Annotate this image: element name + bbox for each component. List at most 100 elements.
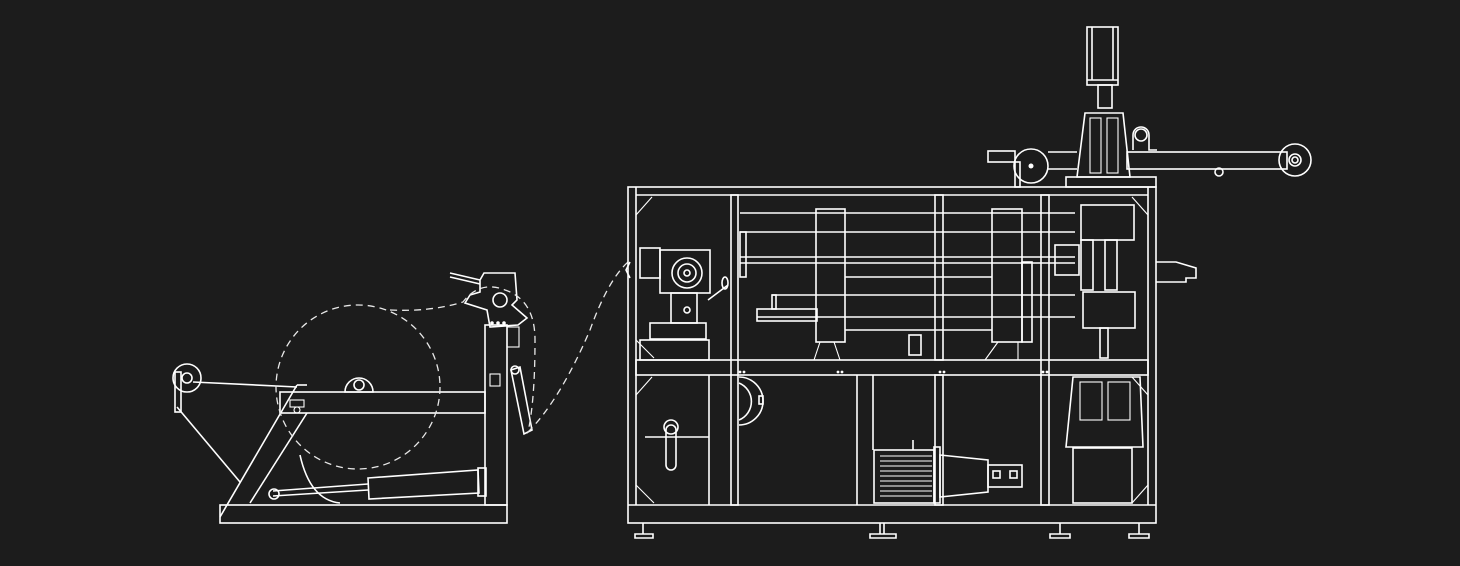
brake-handle <box>449 272 481 281</box>
pneumatic-cylinder-body <box>367 469 480 500</box>
bolt <box>840 370 844 374</box>
sensor-block <box>489 373 501 387</box>
output-roller <box>1278 143 1312 177</box>
roll-shaft-hub <box>353 379 365 391</box>
mold-plate-left <box>815 208 846 343</box>
rail-end <box>739 231 747 278</box>
level-indicator-cap <box>663 419 679 435</box>
feed-motor <box>639 247 661 279</box>
feed-lever-knob <box>721 276 729 290</box>
gusset <box>635 484 655 504</box>
plate-supports <box>813 341 1019 361</box>
unwinder-beam <box>279 391 486 414</box>
cylinder-mount <box>477 467 487 497</box>
mold-plate-right <box>991 208 1023 343</box>
lower-rail-bracket <box>771 294 777 310</box>
gusset <box>635 339 655 359</box>
foot <box>1049 523 1071 539</box>
gearbox-bolt <box>683 306 691 314</box>
lower-rail-bracket <box>756 308 818 322</box>
main-motor <box>873 440 1023 504</box>
press-tower <box>1076 112 1131 178</box>
unwinder-post <box>484 324 508 506</box>
unwinder-tail-plate <box>174 371 182 413</box>
unwinder-head <box>449 272 533 436</box>
foot <box>634 523 654 539</box>
guide-block <box>1021 261 1033 343</box>
brake-handle-edge <box>449 276 481 285</box>
bolt <box>1041 370 1045 374</box>
post <box>730 194 739 506</box>
exit-bracket <box>1156 261 1197 283</box>
post <box>934 374 944 506</box>
cutter-guide <box>1104 239 1118 291</box>
output-shaft-block <box>987 464 1023 488</box>
feed-roller-ring <box>677 263 697 283</box>
pneumatic-cylinder-rod-edge <box>272 489 369 497</box>
roller-bracket-post <box>1014 161 1021 188</box>
unwinder-tail-brace <box>176 406 241 483</box>
arm-knob <box>1214 167 1224 177</box>
gusset <box>1131 484 1149 504</box>
leveling-feet <box>634 523 1150 539</box>
side-bracket <box>1054 244 1080 276</box>
bolt <box>742 370 746 374</box>
unwinder-cylinder <box>268 467 487 500</box>
unwinder-gusset <box>299 454 341 504</box>
bolt <box>490 321 494 325</box>
feed-support <box>639 339 710 361</box>
gusset <box>635 196 653 216</box>
cylinder-coupling <box>1097 84 1113 109</box>
frame-outer <box>627 186 1157 524</box>
bolt <box>938 370 942 374</box>
input-roller <box>1013 148 1049 184</box>
bolt <box>738 370 742 374</box>
bolt <box>1045 370 1049 374</box>
bolt-hole <box>1009 470 1018 479</box>
gusset <box>1131 196 1149 216</box>
unwinder-diagonal-outer <box>219 384 298 518</box>
pneumatic-cylinder-rod <box>272 483 369 492</box>
material-roll-outline <box>275 304 441 470</box>
tower-slide <box>1089 117 1102 174</box>
middle-beam <box>635 359 1149 376</box>
control-box <box>1065 376 1144 448</box>
feed-drive <box>625 247 729 361</box>
entry-guide <box>625 261 631 279</box>
foot <box>869 523 897 539</box>
main-frame <box>627 186 1157 524</box>
level-indicator <box>665 424 677 471</box>
idler-roller-left <box>172 363 202 393</box>
lower-cabinet <box>1072 447 1133 504</box>
feed-table <box>649 322 707 340</box>
bolt <box>942 370 946 374</box>
gusset <box>635 376 653 396</box>
top-assembly <box>987 26 1312 188</box>
forming-station <box>739 208 1080 361</box>
dancer-pivot <box>510 365 520 375</box>
roller-bracket <box>987 150 1016 163</box>
tower-base <box>1065 176 1157 188</box>
contactor <box>1107 381 1131 421</box>
output-roller-ring <box>1288 153 1302 167</box>
reel-guard-latch <box>758 395 764 405</box>
dancer-arm <box>510 365 533 436</box>
reel-guard-inner <box>738 382 753 421</box>
bolt <box>496 321 500 325</box>
cutter-head <box>1080 204 1135 241</box>
pillow-block <box>1132 126 1157 151</box>
unwinder-rollers <box>172 304 441 470</box>
gear-reducer <box>939 454 989 498</box>
unwinder-base <box>219 504 508 524</box>
lower-compartment <box>645 376 764 471</box>
cutter-guide <box>1080 239 1094 291</box>
bolt <box>502 321 506 325</box>
bolt <box>836 370 840 374</box>
input-roller-hub <box>1028 163 1034 169</box>
unwinder-diagonal-inner <box>249 412 308 504</box>
bearing-block <box>289 399 305 408</box>
pillow-block-bore <box>1134 128 1148 142</box>
unwinder-stand <box>174 324 508 524</box>
bearing-hole <box>293 406 301 414</box>
